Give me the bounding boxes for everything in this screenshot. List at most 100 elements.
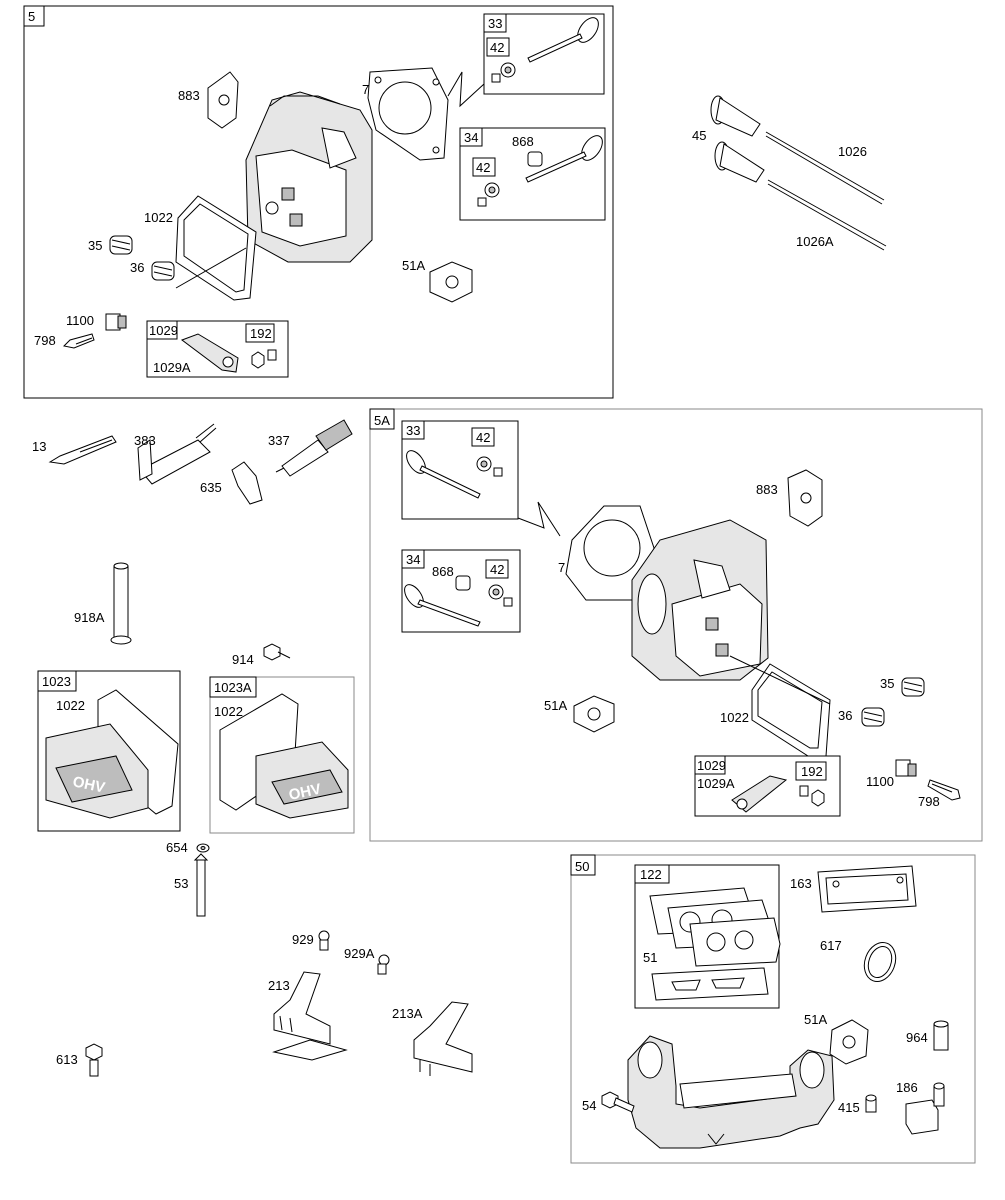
group-50-panel: 50 122 51 163 — [570, 854, 976, 1164]
label-918a: 918A — [74, 610, 105, 625]
rocker-arm-1029a[interactable] — [180, 333, 239, 373]
bolt-798b[interactable] — [927, 779, 961, 801]
gasket-883b[interactable] — [787, 469, 823, 527]
valve-cover-box-1023a: 1023A 1022 OHV — [209, 676, 355, 834]
stud-53[interactable] — [193, 853, 209, 917]
valve-guide-868[interactable] — [527, 151, 543, 167]
valve-cover-1023a[interactable]: OHV — [219, 693, 349, 819]
label-914: 914 — [232, 652, 254, 667]
gasket-51a[interactable] — [429, 261, 473, 303]
bolt-613[interactable] — [85, 1043, 103, 1077]
label-42-mid: 42 — [476, 160, 490, 175]
label-42-low: 42 — [490, 562, 504, 577]
nut-192[interactable] — [251, 349, 277, 369]
label-1026a: 1026A — [796, 234, 834, 249]
rocker-arm-1029a-b[interactable] — [731, 775, 788, 813]
valve-exhaust-34[interactable] — [525, 132, 607, 183]
label-1022-top: 1022 — [144, 210, 173, 225]
label-1023a: 1023A — [214, 680, 252, 695]
bolt-798[interactable] — [62, 333, 95, 349]
valve-spring-35b[interactable] — [901, 677, 925, 697]
valve-seal-42c[interactable] — [476, 456, 503, 477]
label-635: 635 — [200, 480, 222, 495]
bracket-213[interactable] — [272, 971, 348, 1061]
valve-spring-36[interactable] — [151, 261, 175, 281]
gasket-163[interactable] — [817, 865, 917, 913]
group-50-tag: 50 — [575, 859, 589, 874]
label-1029a-top: 1029A — [153, 360, 191, 375]
label-7: 7 — [362, 82, 369, 97]
label-34-mid: 34 — [406, 552, 420, 567]
intake-gasket-set-122[interactable] — [649, 887, 781, 1001]
part-383[interactable] — [137, 423, 217, 485]
boot-635[interactable] — [231, 461, 263, 505]
label-1026: 1026 — [838, 144, 867, 159]
label-213: 213 — [268, 978, 290, 993]
valve-seal-42b[interactable] — [477, 182, 500, 207]
label-1029a-mid: 1029A — [697, 776, 735, 791]
head-gasket-7b[interactable] — [565, 505, 655, 601]
group-5a-tag: 5A — [374, 413, 390, 428]
nut-192b[interactable] — [799, 785, 825, 807]
label-51a-low: 51A — [804, 1012, 827, 1027]
valve-guide-868b[interactable] — [455, 575, 471, 591]
valve-seal-42[interactable] — [491, 62, 516, 83]
label-42-top: 42 — [490, 40, 504, 55]
label-1022-left: 1022 — [56, 698, 85, 713]
label-213a: 213A — [392, 1006, 423, 1021]
gasket-51a-low[interactable] — [829, 1019, 869, 1065]
label-122: 122 — [640, 867, 662, 882]
rocker-gasket-1022b[interactable] — [751, 663, 831, 757]
label-1100-top: 1100 — [66, 313, 94, 328]
label-929a: 929A — [344, 946, 375, 961]
sleeve-964[interactable] — [933, 1020, 949, 1051]
fitting-415[interactable] — [865, 1094, 877, 1113]
valve-spring-35[interactable] — [109, 235, 133, 255]
valve-intake-33[interactable] — [527, 14, 603, 63]
label-45: 45 — [692, 128, 706, 143]
label-415: 415 — [838, 1100, 860, 1115]
valve-exhaust-34b[interactable] — [401, 581, 481, 627]
label-7-mid: 7 — [558, 560, 565, 575]
label-51: 51 — [643, 950, 657, 965]
screw-929[interactable] — [318, 930, 330, 951]
screw-929a[interactable] — [377, 954, 390, 975]
gasket-883[interactable] — [207, 71, 239, 129]
elbow-186[interactable] — [905, 1082, 945, 1135]
label-1022-mid: 1022 — [214, 704, 243, 719]
gasket-51a-mid[interactable] — [573, 695, 615, 733]
bolt-54[interactable] — [601, 1091, 635, 1113]
cylinder-head-5a[interactable] — [631, 519, 769, 681]
tube-918a[interactable] — [110, 562, 132, 645]
head-gasket-7[interactable] — [367, 67, 449, 161]
label-34-top: 34 — [464, 130, 478, 145]
label-33-mid: 33 — [406, 423, 420, 438]
cylinder-head[interactable] — [245, 91, 373, 263]
spark-plug-337[interactable] — [275, 419, 353, 477]
push-rod-set[interactable] — [710, 95, 887, 251]
group-5a-panel: 5A 33 42 34 868 42 — [369, 408, 983, 842]
label-798-top: 798 — [34, 333, 56, 348]
washer-654[interactable] — [196, 843, 210, 853]
valve-seal-42d[interactable] — [488, 584, 513, 607]
intake-manifold[interactable] — [627, 1035, 835, 1149]
valve-cover-1023[interactable]: OHV — [45, 689, 179, 819]
label-33-top: 33 — [488, 16, 502, 31]
label-192-mid: 192 — [801, 764, 823, 779]
bolt-13[interactable] — [48, 435, 117, 465]
bracket-213a[interactable] — [413, 1001, 473, 1076]
label-654: 654 — [166, 840, 188, 855]
rocker-gasket-1022[interactable] — [175, 195, 257, 301]
label-868-mid: 868 — [432, 564, 454, 579]
label-383: 383 — [134, 433, 156, 448]
label-883: 883 — [178, 88, 200, 103]
nut-1100b[interactable] — [895, 759, 917, 777]
valve-spring-36b[interactable] — [861, 707, 885, 727]
label-617: 617 — [820, 938, 842, 953]
valve-intake-33b[interactable] — [403, 447, 481, 499]
label-337: 337 — [268, 433, 290, 448]
oring-617[interactable] — [859, 938, 901, 986]
nut-1100[interactable] — [105, 313, 127, 331]
screw-914[interactable] — [263, 643, 291, 661]
